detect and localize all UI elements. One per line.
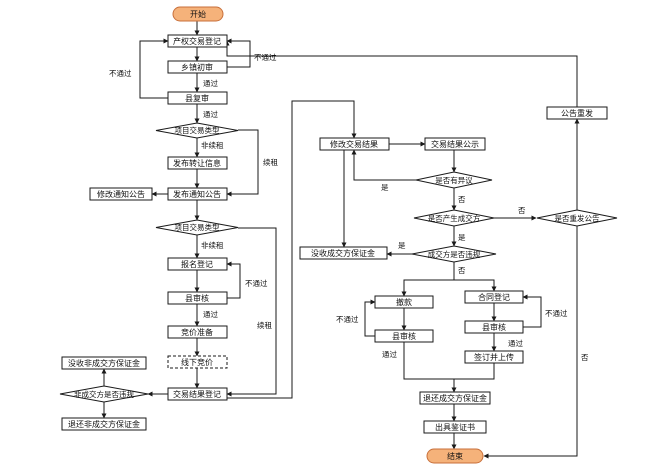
edge-label: 非续租 xyxy=(201,140,224,150)
box-signup-label: 报名登记 xyxy=(181,259,213,269)
box-town-review-label: 乡镇初审 xyxy=(181,62,213,72)
edge-label: 不通过 xyxy=(245,278,268,288)
edge-label: 是 xyxy=(398,241,406,250)
box-bid-prep-label: 竞价准备 xyxy=(181,327,213,337)
box-publish-notice-label: 发布通知公告 xyxy=(173,189,221,199)
box-sign-upload-label: 签订并上传 xyxy=(474,352,514,362)
decision-repost-label: 是否重发公告 xyxy=(555,213,600,223)
decision-repost: 是否重发公告 xyxy=(536,209,618,227)
box-confiscate-non-deal-label: 没收非成交方保证金 xyxy=(68,358,140,368)
box-county-review: 县复审 xyxy=(167,91,228,105)
decision-type1: 项目交易类型 xyxy=(155,122,239,139)
box-county-check: 县审核 xyxy=(167,291,228,305)
box-withdraw-label: 撤款 xyxy=(396,297,412,307)
box-county-check3-label: 县审核 xyxy=(482,322,506,332)
edge-label: 不通过 xyxy=(254,52,277,62)
box-result-register: 交易结果登记 xyxy=(167,387,228,401)
edge-label: 否 xyxy=(458,266,466,275)
decision-objection: 是否有异议 xyxy=(415,171,493,189)
box-result-public: 交易结果公示 xyxy=(424,137,486,151)
box-offline-bid: 线下竞价 xyxy=(167,355,228,369)
box-county-review-label: 县复审 xyxy=(185,93,209,103)
box-result-register-label: 交易结果登记 xyxy=(173,389,221,399)
box-contract-register: 合同登记 xyxy=(464,290,524,304)
box-county-check-label: 县审核 xyxy=(185,293,209,303)
box-refund-non-deal: 退还非成交方保证金 xyxy=(61,417,147,431)
edge-label: 续租 xyxy=(263,157,278,167)
box-offline-bid-label: 线下竞价 xyxy=(181,357,213,367)
box-town-review: 乡镇初审 xyxy=(167,60,228,74)
box-publish-transfer: 发布转让信息 xyxy=(167,156,228,170)
box-county-check2-label: 县审核 xyxy=(392,331,416,341)
box-confiscate-deal-label: 没收成交方保证金 xyxy=(311,248,375,258)
box-publish-notice: 发布通知公告 xyxy=(167,187,228,201)
decision-type2: 项目交易类型 xyxy=(155,219,239,236)
box-republish: 公告重发 xyxy=(546,106,608,120)
box-register: 产权交易登记 xyxy=(167,34,228,48)
edge-label: 非续租 xyxy=(201,240,224,250)
box-confiscate-deal: 没收成交方保证金 xyxy=(299,246,388,260)
decision-deal: 是否产生成交方 xyxy=(413,209,495,227)
box-publish-transfer-label: 发布转让信息 xyxy=(173,158,221,168)
end-terminal: 结束 xyxy=(426,448,484,464)
edge-label: 通过 xyxy=(203,78,218,88)
decision-non-deal-default-label: 非成交方是否违规 xyxy=(74,389,134,399)
edge-labels: 不通过 不通过 通过 通过 非续租 续租 非续租 续租 不通过 通过 是 否 否… xyxy=(109,52,589,362)
box-refund-deal: 退还成交方保证金 xyxy=(419,391,491,405)
decision-deal-default-label: 成交方是否违规 xyxy=(428,249,481,259)
edge-label: 是 xyxy=(381,183,389,192)
start-terminal: 开始 xyxy=(172,6,224,22)
edge-label: 否 xyxy=(458,195,466,204)
edge-label: 通过 xyxy=(382,349,397,359)
edge-label: 通过 xyxy=(203,309,218,319)
box-county-check3: 县审核 xyxy=(464,320,524,334)
box-confiscate-non-deal: 没收非成交方保证金 xyxy=(61,356,147,370)
box-withdraw: 撤款 xyxy=(374,295,434,309)
box-republish-label: 公告重发 xyxy=(561,108,593,118)
box-contract-register-label: 合同登记 xyxy=(478,292,510,302)
box-certificate: 出具鉴证书 xyxy=(423,420,487,434)
box-bid-prep: 竞价准备 xyxy=(167,325,228,339)
box-modify-notice: 修改通知公告 xyxy=(89,187,153,201)
edge-label: 不通过 xyxy=(545,308,568,318)
decision-type1-label: 项目交易类型 xyxy=(175,125,220,135)
box-sign-upload: 签订并上传 xyxy=(464,350,524,364)
edge-label: 否 xyxy=(518,206,526,215)
box-county-check2: 县审核 xyxy=(374,329,434,343)
edge-label: 否 xyxy=(581,353,589,362)
connectors xyxy=(101,21,580,459)
start-label: 开始 xyxy=(190,9,206,19)
end-label: 结束 xyxy=(447,451,463,461)
box-modify-result-label: 修改交易结果 xyxy=(330,139,378,149)
decision-non-deal-default: 非成交方是否违规 xyxy=(59,385,149,403)
box-register-label: 产权交易登记 xyxy=(173,36,221,46)
edge-label: 续租 xyxy=(257,320,272,330)
decision-deal-default: 成交方是否违规 xyxy=(411,245,497,263)
edge-label: 通过 xyxy=(203,109,218,119)
edge-label: 是 xyxy=(458,233,466,242)
box-result-public-label: 交易结果公示 xyxy=(431,139,479,149)
box-signup: 报名登记 xyxy=(167,257,228,271)
decision-objection-label: 是否有异议 xyxy=(435,175,473,185)
edge-label: 不通过 xyxy=(336,314,359,324)
box-modify-result: 修改交易结果 xyxy=(319,137,390,151)
box-refund-deal-label: 退还成交方保证金 xyxy=(423,393,487,403)
decision-deal-label: 是否产生成交方 xyxy=(428,213,481,223)
box-modify-notice-label: 修改通知公告 xyxy=(97,189,145,199)
box-certificate-label: 出具鉴证书 xyxy=(435,422,475,432)
edge-label: 不通过 xyxy=(109,68,132,78)
decision-type2-label: 项目交易类型 xyxy=(175,222,220,232)
edge-label: 通过 xyxy=(508,338,523,348)
box-refund-non-deal-label: 退还非成交方保证金 xyxy=(68,419,140,429)
